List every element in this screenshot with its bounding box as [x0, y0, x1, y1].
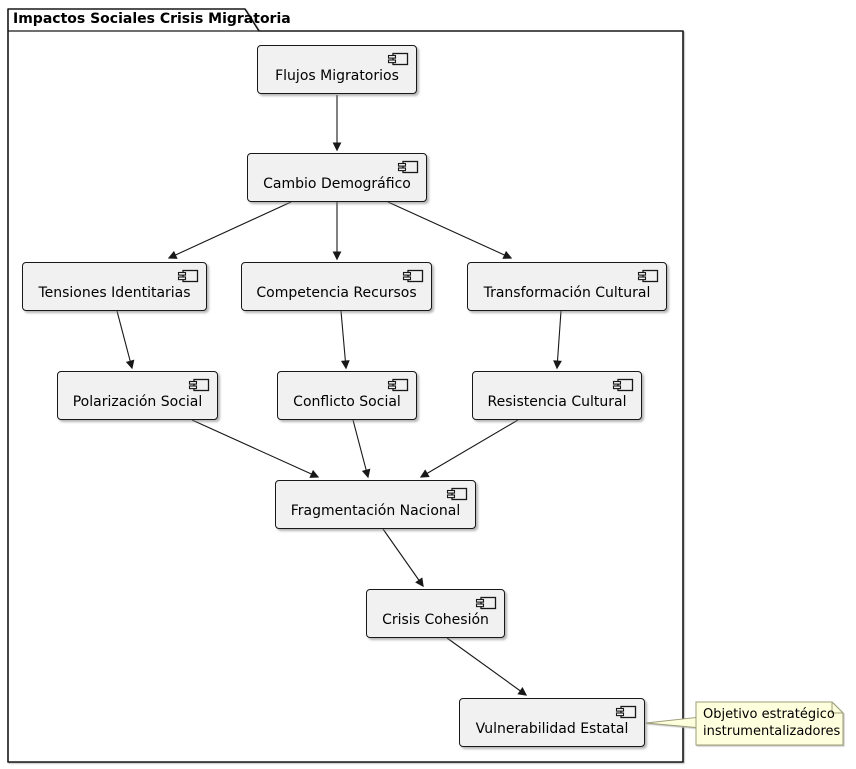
component-icon	[637, 269, 659, 283]
node-cambio-demografico[interactable]: Cambio Demográfico	[247, 153, 427, 202]
arrow-resistencia-fragmentacion	[419, 419, 519, 478]
component-icon	[177, 269, 199, 283]
node-label: Resistencia Cultural	[487, 393, 627, 410]
arrow-polarizacion-fragmentacion	[191, 419, 320, 478]
component-icon	[387, 378, 409, 392]
component-icon	[387, 52, 409, 66]
node-label: Tensiones Identitarias	[38, 284, 191, 301]
node-label: Fragmentación Nacional	[290, 502, 461, 519]
note: Objetivo estratégico instrumentalizadore…	[703, 706, 841, 740]
component-icon	[615, 705, 637, 719]
node-label: Polarización Social	[72, 393, 203, 410]
arrow-transformacion-resistencia	[553, 310, 562, 370]
arrow-cambio-transformacion	[387, 201, 513, 259]
arrow-cambio-tensiones	[167, 201, 292, 259]
node-fragmentacion-nacional[interactable]: Fragmentación Nacional	[275, 480, 476, 529]
component-icon	[397, 160, 419, 174]
node-label: Competencia Recursos	[256, 284, 417, 301]
arrow-conflicto-fragmentacion	[352, 419, 371, 479]
node-flujos-migratorios[interactable]: Flujos Migratorios	[257, 45, 417, 94]
node-label: Flujos Migratorios	[275, 67, 399, 84]
node-tensiones-identitarias[interactable]: Tensiones Identitarias	[22, 262, 207, 311]
arrow-crisis-vulnerabilidad	[446, 637, 528, 696]
node-label: Cambio Demográfico	[263, 175, 411, 192]
component-icon	[446, 487, 468, 501]
arrow-competencia-conflicto	[340, 310, 350, 370]
node-crisis-cohesion[interactable]: Crisis Cohesión	[366, 589, 505, 638]
node-competencia-recursos[interactable]: Competencia Recursos	[241, 262, 432, 311]
node-label: Vulnerabilidad Estatal	[475, 720, 629, 737]
note-line: instrumentalizadores	[703, 724, 841, 739]
component-icon	[475, 596, 497, 610]
node-transformacion-cultural[interactable]: Transformación Cultural	[467, 262, 667, 311]
note-line: Objetivo estratégico	[703, 707, 835, 722]
node-conflicto-social[interactable]: Conflicto Social	[277, 371, 417, 420]
node-resistencia-cultural[interactable]: Resistencia Cultural	[472, 371, 642, 420]
component-icon	[402, 269, 424, 283]
component-icon	[612, 378, 634, 392]
note-fold-corner	[831, 702, 843, 714]
node-vulnerabilidad-estatal[interactable]: Vulnerabilidad Estatal	[459, 698, 645, 747]
note-shape	[695, 701, 844, 746]
node-polarizacion-social[interactable]: Polarización Social	[57, 371, 218, 420]
node-label: Conflicto Social	[293, 393, 401, 410]
node-label: Transformación Cultural	[483, 284, 651, 301]
arrow-fragmentacion-crisis	[382, 528, 424, 588]
node-label: Crisis Cohesión	[382, 611, 489, 628]
diagram-title: Impactos Sociales Crisis Migratoria	[13, 11, 291, 27]
arrow-tensiones-polarizacion	[116, 310, 135, 370]
component-icon	[188, 378, 210, 392]
